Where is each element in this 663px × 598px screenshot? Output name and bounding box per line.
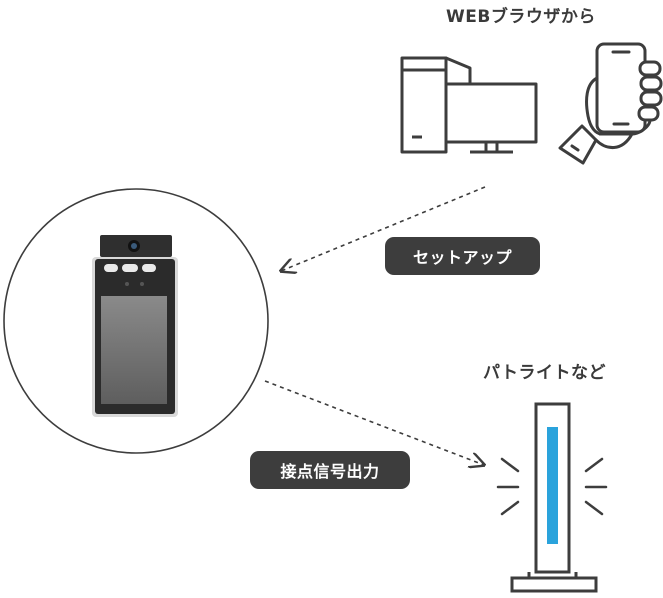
device-circle (3, 188, 269, 454)
light-beam (547, 427, 558, 544)
contact-signal-pill: 接点信号出力 (250, 451, 410, 489)
signal-tower-light-icon (496, 402, 608, 593)
light-rays (496, 457, 608, 516)
desktop-pc-icon (400, 56, 538, 154)
patlite-label: パトライトなど (483, 363, 607, 383)
setup-pill: セットアップ (385, 237, 540, 275)
web-browser-label: WEBブラウザから (446, 7, 596, 27)
face-recognition-terminal (92, 235, 178, 417)
signal-arrow (264, 380, 484, 465)
smartphone-hand-icon (558, 42, 663, 165)
